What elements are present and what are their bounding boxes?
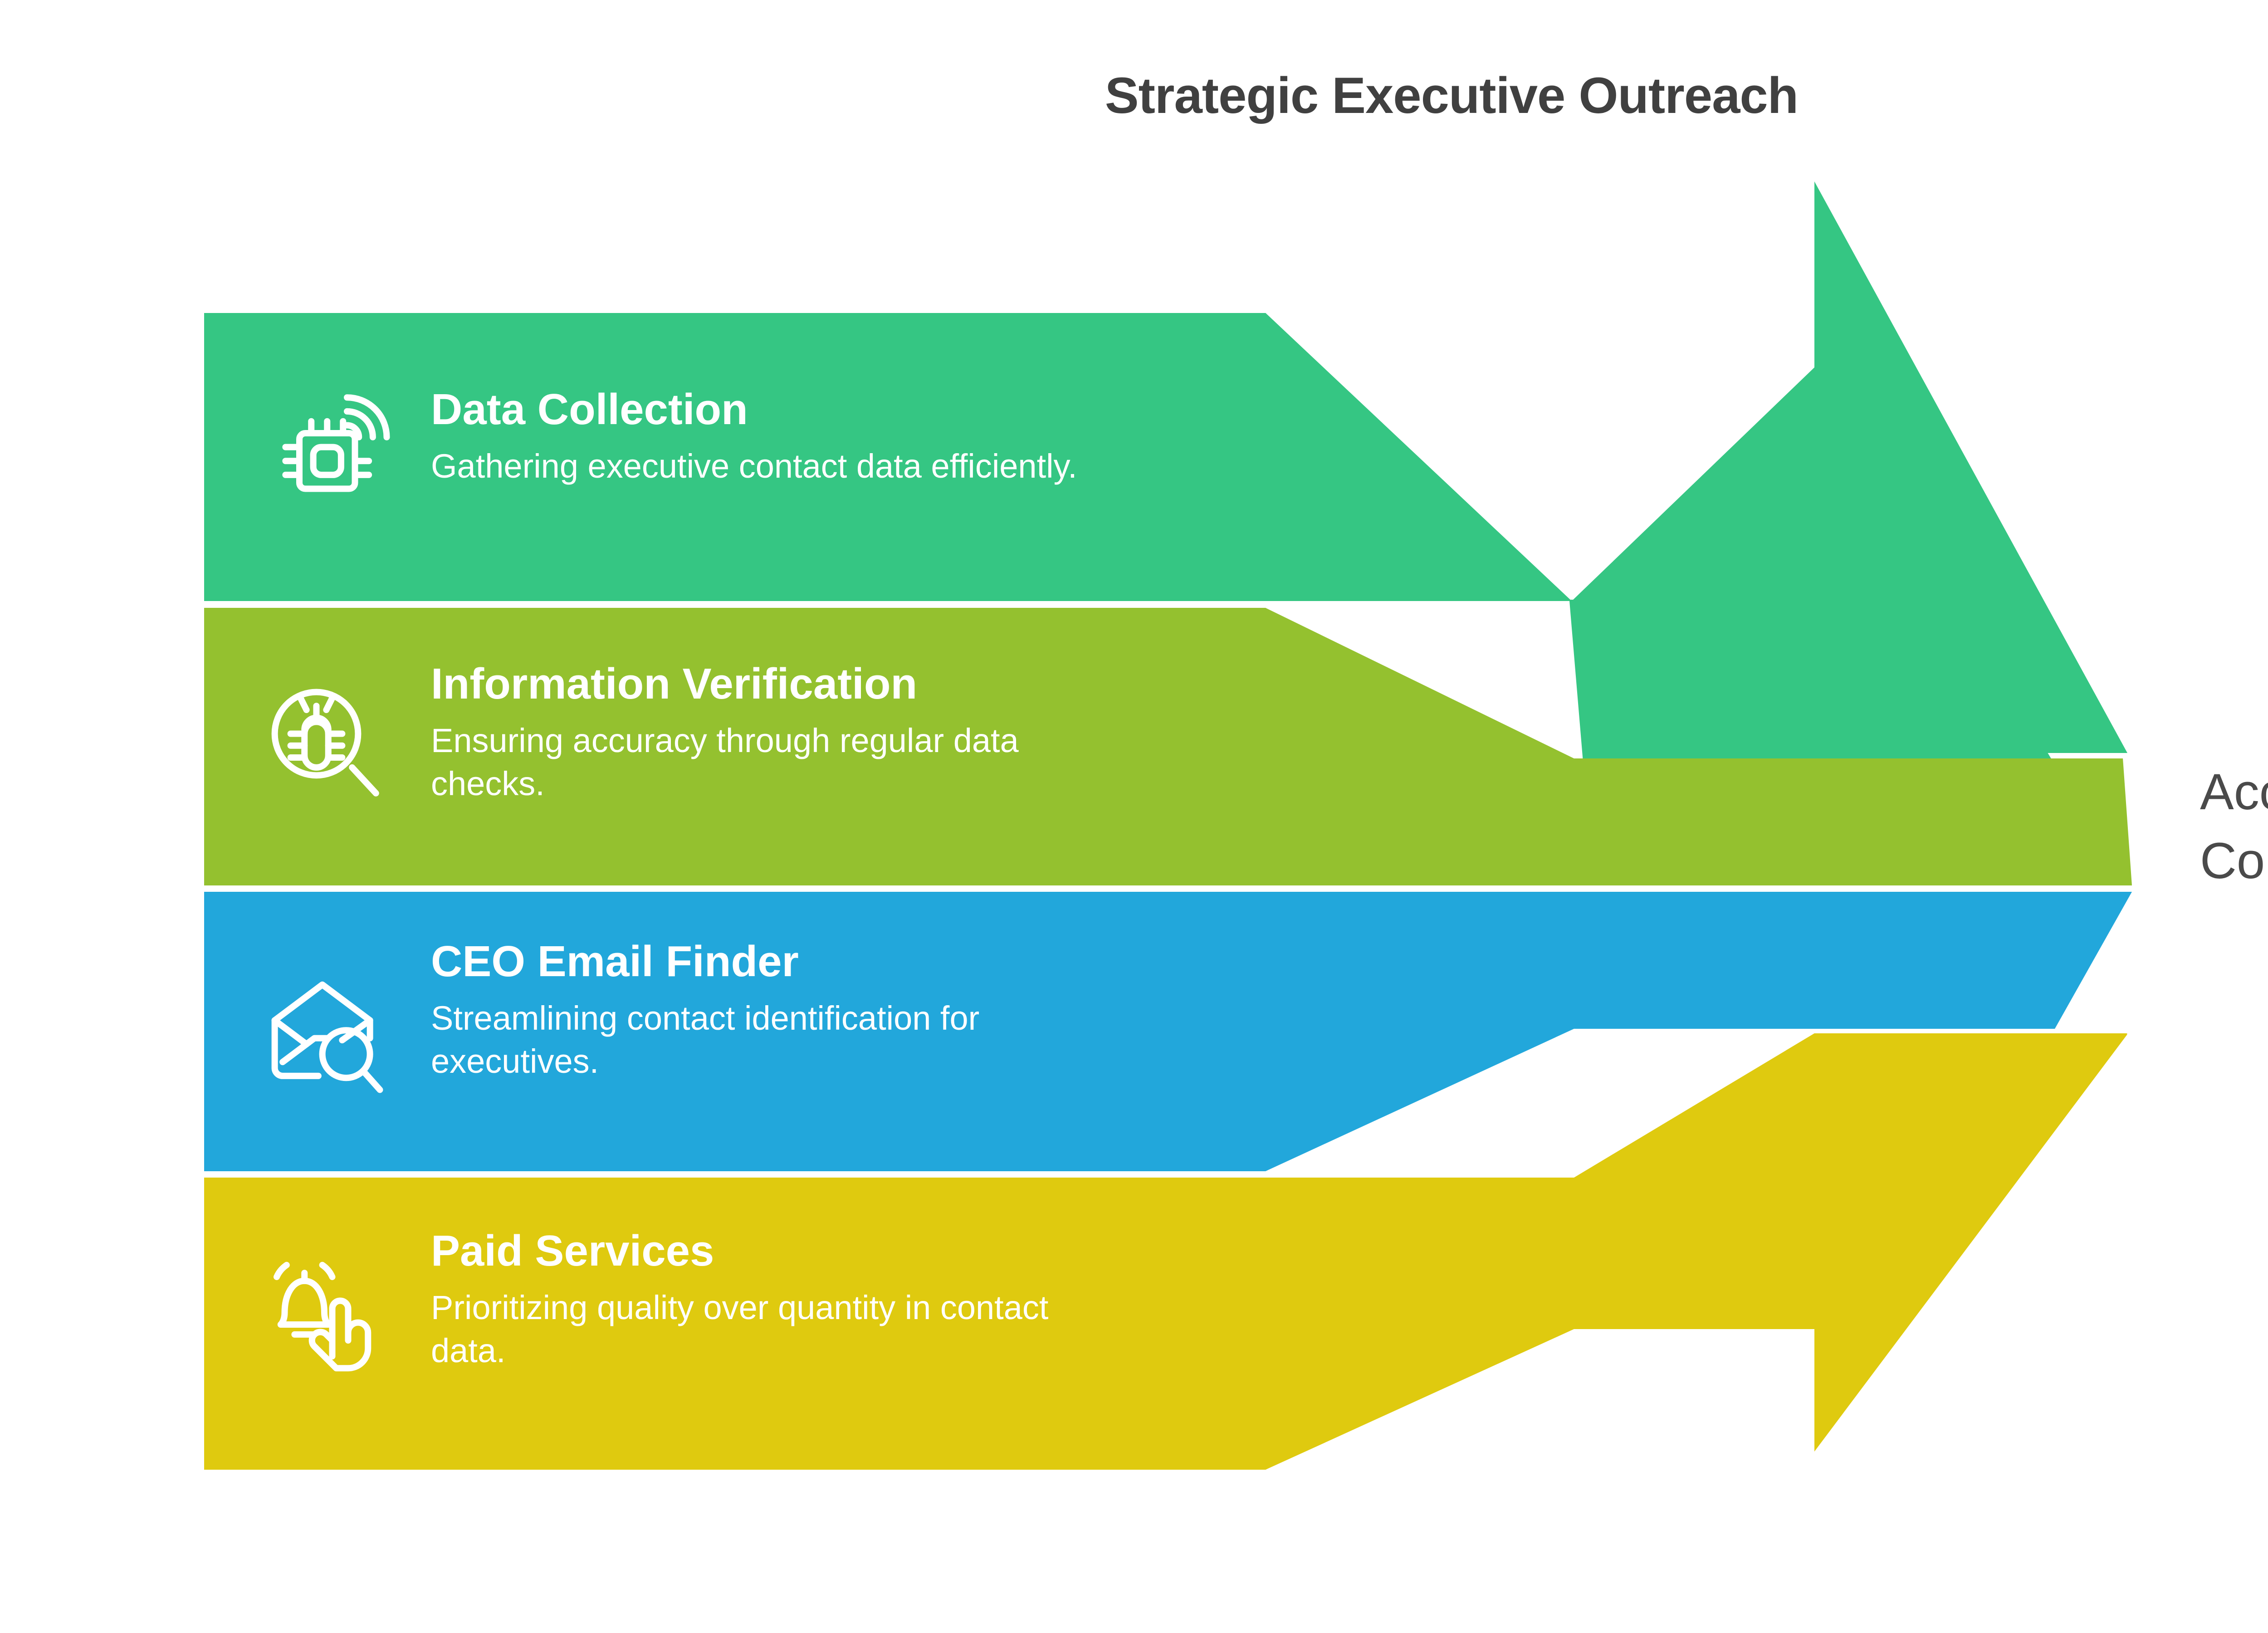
- page-title: Strategic Executive Outreach: [1105, 67, 1799, 124]
- bug-magnifier-icon: [261, 678, 388, 807]
- row-description: Ensuring accuracy through regular data c…: [431, 719, 1019, 805]
- microchip-wireless-icon: [268, 386, 395, 515]
- row-title: CEO Email Finder: [431, 937, 799, 986]
- row-description-line: Streamlining contact identification for: [431, 999, 980, 1037]
- row-description: Gathering executive contact data efficie…: [431, 445, 1077, 488]
- row-description-line: Gathering executive contact data efficie…: [431, 447, 1077, 485]
- outcome-label: Accurate Executive Contacts: [2200, 763, 2268, 890]
- row-description-line: Prioritizing quality over quantity in co…: [431, 1289, 1049, 1326]
- row-description: Prioritizing quality over quantity in co…: [431, 1286, 1048, 1372]
- band-shape-lime: [204, 608, 2132, 885]
- band-shape-blue: [204, 892, 2132, 1171]
- band-shape-green-wing: [1572, 181, 2127, 753]
- band-shape-yellow-wing: [1574, 1034, 2127, 1452]
- row-title: Paid Services: [431, 1227, 714, 1275]
- row-title: Data Collection: [431, 385, 748, 434]
- row-text-data-collection: Data Collection Gathering executive cont…: [431, 388, 1077, 488]
- row-text-ceo-email-finder: CEO Email Finder Streamlining contact id…: [431, 940, 979, 1083]
- row-description-line: data.: [431, 1331, 506, 1369]
- row-text-paid-services: Paid Services Prioritizing quality over …: [431, 1229, 1048, 1372]
- bell-pointing-hand-icon: [261, 1245, 388, 1374]
- row-text-information-verification: Information Verification Ensuring accura…: [431, 662, 1019, 805]
- band-shape-green-body: [204, 313, 1572, 601]
- row-title: Information Verification: [431, 660, 918, 708]
- band-shape-yellow-body: [204, 1178, 1574, 1470]
- row-description-line: executives.: [431, 1042, 599, 1080]
- row-description-line: checks.: [431, 764, 545, 802]
- row-description: Streamlining contact identification for …: [431, 997, 979, 1083]
- row-description-line: Ensuring accuracy through regular data: [431, 722, 1019, 759]
- envelope-magnifier-icon: [261, 971, 388, 1100]
